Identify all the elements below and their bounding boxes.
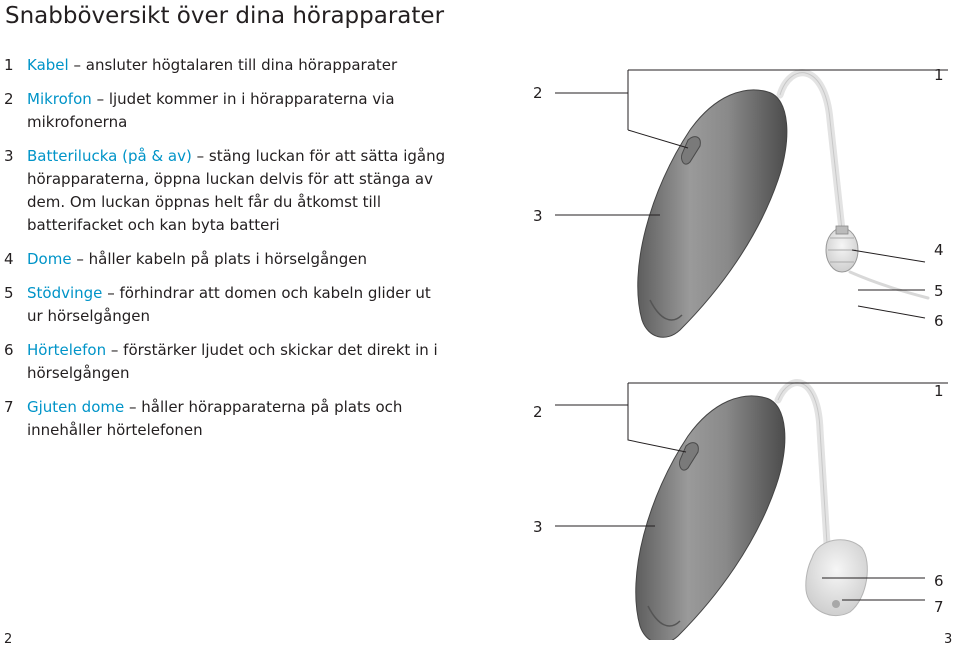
- item-dash: –: [110, 341, 119, 359]
- item-number: 5: [4, 284, 14, 302]
- hearing-aid-bottom: [635, 379, 868, 640]
- callout-label-1-bottom: 1: [934, 382, 944, 400]
- microphone-top: [681, 136, 701, 165]
- cable-top: [776, 69, 846, 234]
- item-description: förstärker ljudet och skickar det direkt…: [27, 341, 438, 382]
- item-number: 1: [4, 56, 14, 74]
- callout-label-2-top: 2: [533, 84, 543, 102]
- list-item-dome: 4 Dome – håller kabeln på plats i hörsel…: [0, 248, 450, 271]
- callout-label-5-top: 5: [934, 282, 944, 300]
- component-list: 1 Kabel – ansluter högtalaren till dina …: [0, 54, 450, 453]
- callout-label-4-top: 4: [934, 241, 944, 259]
- list-item-gjuten-dome: 7 Gjuten dome – håller hörapparaterna på…: [0, 396, 450, 442]
- list-item-stodvinge: 5 Stödvinge – förhindrar att domen och k…: [0, 282, 450, 328]
- list-item-hortelefon: 6 Hörtelefon – förstärker ljudet och ski…: [0, 339, 450, 385]
- item-dash: –: [76, 250, 84, 268]
- item-term: Hörtelefon: [27, 341, 107, 359]
- item-number: 4: [4, 250, 14, 268]
- item-number: 6: [4, 341, 14, 359]
- item-term: Batterilucka (på & av): [27, 147, 192, 165]
- hearing-aid-top: [637, 69, 930, 338]
- callout-label-2-bottom: 2: [533, 403, 543, 421]
- battery-door-bottom: [647, 605, 681, 627]
- callout-label-3-top: 3: [533, 207, 543, 225]
- callout-label-6-bottom: 6: [934, 572, 944, 590]
- device-body-top: [637, 89, 788, 338]
- item-description: förhindrar att domen och kabeln glider u…: [27, 284, 431, 325]
- item-dash: –: [129, 398, 137, 416]
- item-dash: –: [73, 56, 81, 74]
- item-description: håller hörapparaterna på plats och inneh…: [27, 398, 403, 439]
- microphone-bottom: [679, 442, 699, 471]
- item-dash: –: [107, 284, 115, 302]
- item-term: Mikrofon: [27, 90, 92, 108]
- callout-label-1-top: 1: [934, 66, 944, 84]
- item-term: Kabel: [27, 56, 69, 74]
- item-description: stäng luckan för att sätta igång hörappa…: [27, 147, 446, 234]
- item-description: ansluter högtalaren till dina hörapparat…: [85, 56, 398, 74]
- item-term: Stödvinge: [27, 284, 103, 302]
- page-number-left: 2: [4, 632, 13, 647]
- item-description: ljudet kommer in i hörapparaterna via mi…: [27, 90, 395, 131]
- device-body-bottom: [635, 395, 786, 640]
- item-dash: –: [96, 90, 105, 108]
- callout-label-6-top: 6: [934, 312, 944, 330]
- callout-line-2-bottom: [555, 383, 687, 453]
- page-title: Snabböversikt över dina hörapparater: [5, 3, 445, 29]
- support-wing-top: [848, 270, 930, 300]
- list-item-mikrofon: 2 Mikrofon – ljudet kommer in i hörappar…: [0, 88, 450, 134]
- callout-line-4-top: [851, 249, 926, 263]
- callout-line-6-top: [857, 305, 926, 319]
- callout-label-7-bottom: 7: [934, 598, 944, 616]
- battery-door-top: [649, 299, 683, 321]
- item-number: 2: [4, 90, 14, 108]
- item-dash: –: [196, 147, 205, 165]
- list-item-batterilucka: 3 Batterilucka (på & av) – stäng luckan …: [0, 145, 450, 237]
- item-term: Gjuten dome: [27, 398, 125, 416]
- page-number-right: 3: [944, 632, 953, 647]
- item-term: Dome: [27, 250, 72, 268]
- list-item-kabel: 1 Kabel – ansluter högtalaren till dina …: [0, 54, 450, 77]
- callout-line-2-top: [555, 70, 689, 149]
- item-description: håller kabeln på plats i hörselgången: [88, 250, 367, 268]
- callout-label-3-bottom: 3: [533, 518, 543, 536]
- item-number: 7: [4, 398, 14, 416]
- hearing-aid-figures: 1 2 3 4 5 6 1 2 3 6 7: [533, 66, 948, 640]
- item-number: 3: [4, 147, 14, 165]
- cable-bottom: [774, 379, 832, 564]
- dome-top: [825, 225, 859, 273]
